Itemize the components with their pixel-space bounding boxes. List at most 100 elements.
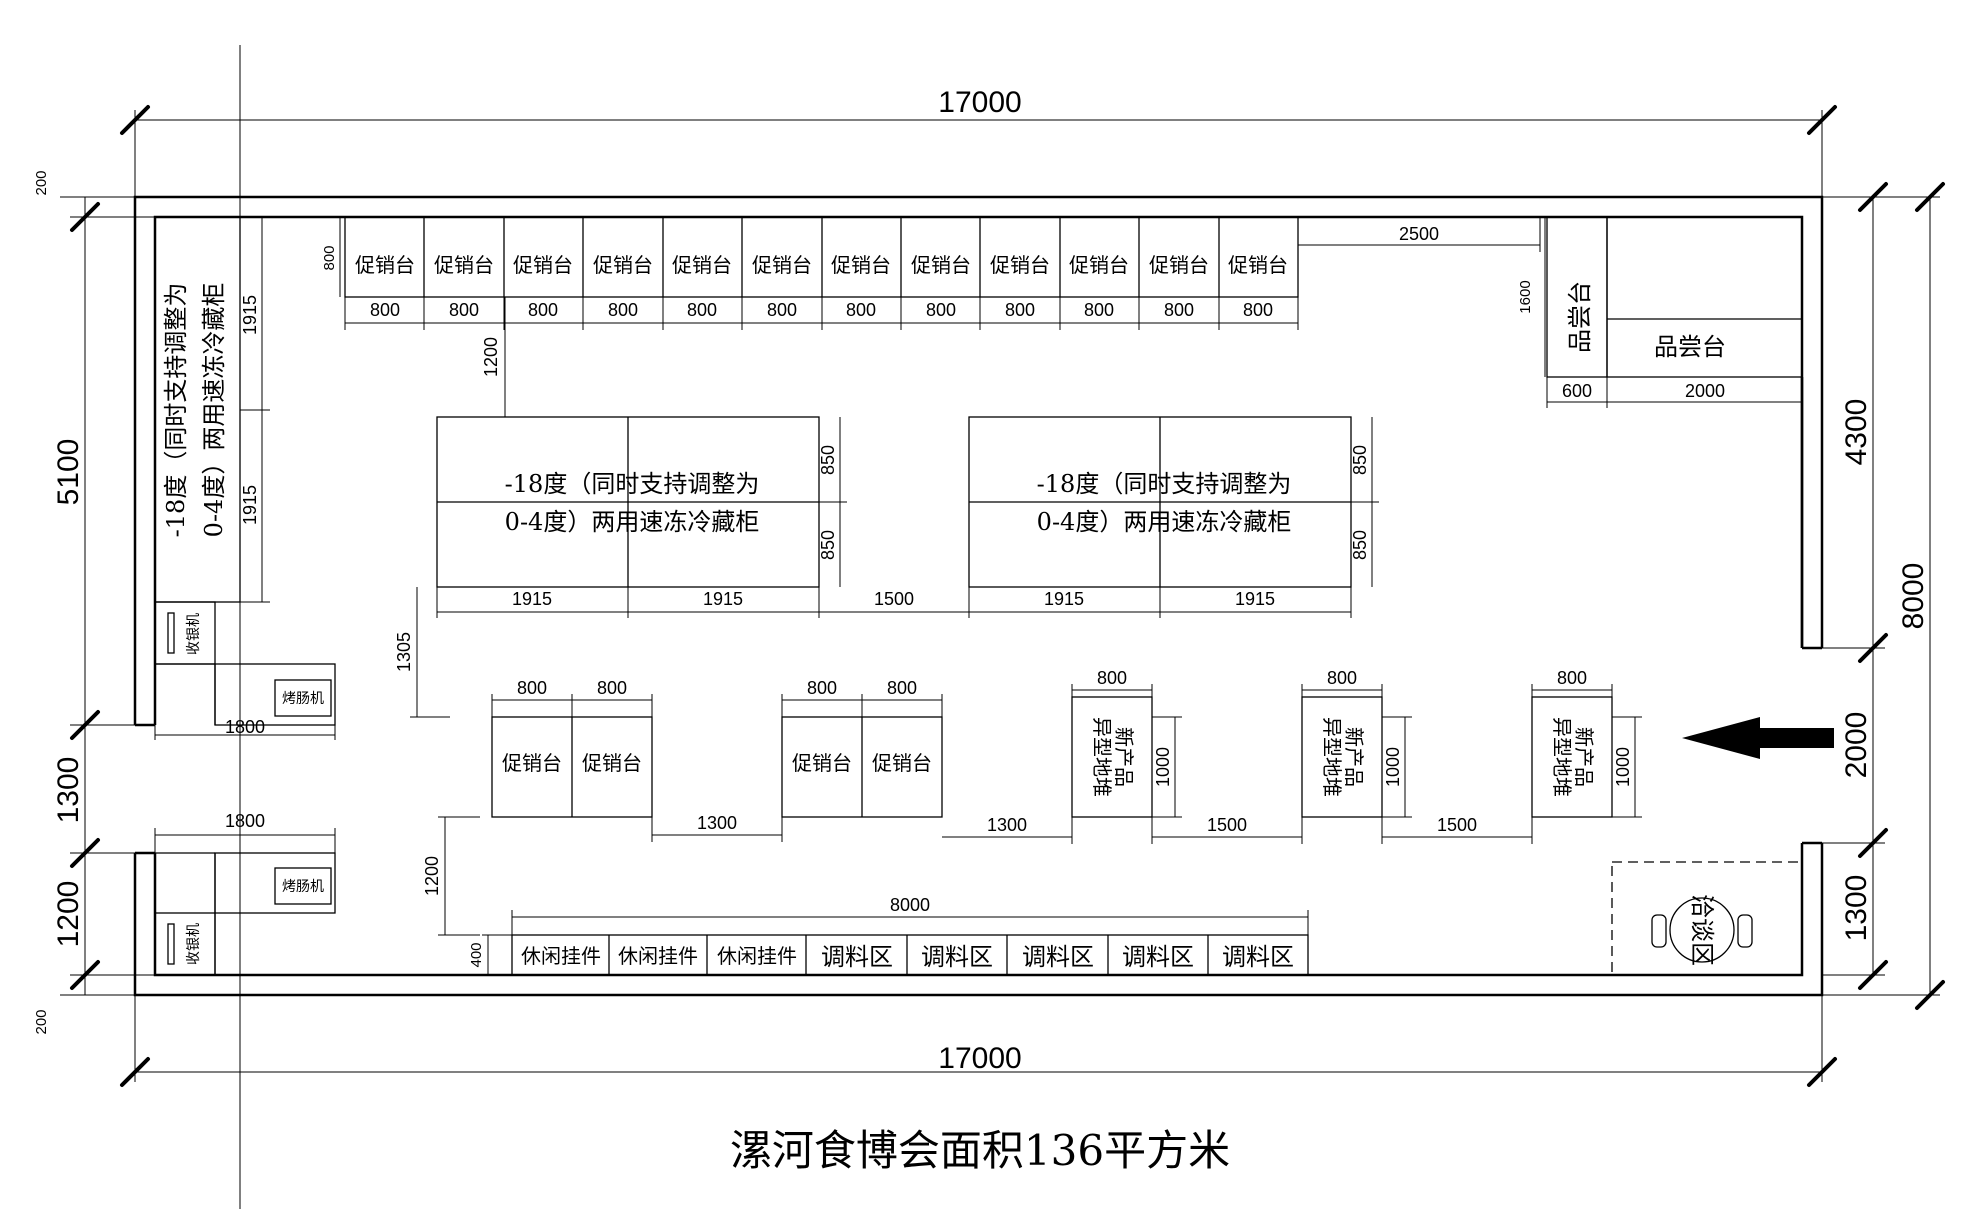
left-freezer: -18度（同时支持调整为 0-4度）两用速冻冷藏柜 1915 1915 [154,216,270,603]
dim-wall-top: 200 [33,170,50,195]
dim-promo-width: 800 [1084,300,1114,320]
promo-label-top: 促销台 [752,253,812,277]
promo-pair-label: 促销台 [502,751,562,775]
dim-stack-width: 800 [1327,668,1357,688]
tasting-label-vertical: 品尝台 [1566,281,1594,353]
dim-promo-width: 800 [687,300,717,320]
dim-pair-gap-value: 1300 [697,813,737,833]
promo-label-top: 促销台 [434,253,494,277]
plan-title: 漯河食博会面积136平方米 [730,1126,1230,1175]
dim-top-width: 17000 [938,86,1021,119]
promo-pair-right: 促销台 促销台 800 800 [781,678,943,818]
dim-left: 5100 1300 1200 200 200 [33,170,155,1035]
bottom-item: 调料区 [1222,943,1294,971]
dim-bottom-width: 17000 [938,1042,1021,1075]
dim-bottom-total: 8000 [890,895,930,915]
bottom-row: 休闲挂件 休闲挂件 休闲挂件 调料区 调料区 调料区 调料区 调料区 8000 … [422,816,1309,976]
dim-promo-width: 800 [1243,300,1273,320]
promo-pair-label: 促销台 [582,751,642,775]
promo-label-top: 促销台 [593,253,653,277]
dim-pair-width: 800 [887,678,917,698]
dim-freezer-half: 850 [818,530,838,560]
left-freezer-line1: -18度（同时支持调整为 [162,283,190,538]
promo-label-top: 促销台 [1149,253,1209,277]
dim-freezer-half: 850 [1350,530,1370,560]
dim-pair-width: 800 [517,678,547,698]
dim-right-total: 8000 [1897,563,1930,630]
dim-freezer-seg: 1915 [703,589,743,609]
dim-stack-depth: 1000 [1383,747,1403,787]
grill-label-lower: 烤肠机 [282,879,324,895]
dim-tasting-depth: 1600 [1517,280,1534,313]
dim-pair-gap: 1300 [651,813,783,842]
dim-right-entrance: 2000 [1840,712,1873,779]
dim-stack-gap: 1500 [1207,815,1247,835]
dim-tasting-large: 2000 [1685,381,1725,401]
cashier-lower: 1800 烤肠机 收银机 [154,811,336,976]
dim-right-lower: 1300 [1840,875,1873,942]
promo-label-top: 促销台 [1228,253,1288,277]
promo-label-top: 促销台 [911,253,971,277]
stack-1: 新产品 异型地堆 800 1000 [1071,668,1182,818]
stack-line1: 新产品 [1112,727,1136,787]
dim-freezer-gap: 1500 [819,589,969,613]
left-freezer-line2: 0-4度）两用速冻冷藏柜 [200,283,228,538]
dim-promo-width: 800 [449,300,479,320]
dim-wall-bottom: 200 [33,1009,50,1034]
dim-freezer-gap-value: 1500 [874,589,914,609]
dim-left-freezer-seg: 1915 [240,485,260,525]
dim-stack-depth: 1000 [1613,747,1633,787]
dim-mid-spacing-value: 1305 [394,632,414,672]
cashier-label-lower: 收银机 [186,923,202,965]
dim-promo-width: 800 [608,300,638,320]
dim-promo-depth: 800 [321,245,338,270]
bottom-item: 调料区 [1122,943,1194,971]
promo-label-top: 促销台 [513,253,573,277]
dim-stack-width: 800 [1557,668,1587,688]
stack-line2: 异型地堆 [1090,717,1114,797]
bottom-item: 调料区 [1022,943,1094,971]
cashier-upper: 收银机 烤肠机 1800 [154,601,336,740]
dim-overall-bottom: 17000 [120,995,1837,1087]
stack-line2: 异型地堆 [1320,717,1344,797]
dim-promo-gap-right: 2500 [1399,224,1439,244]
dim-stack-depth: 1000 [1153,747,1173,787]
negotiation-area: 洽谈区 [1611,861,1803,976]
bottom-item: 调料区 [821,943,893,971]
stack-3: 新产品 异型地堆 800 1000 [1531,668,1642,818]
dim-freezer-half: 850 [818,445,838,475]
dim-overall-top: 17000 [120,86,1837,197]
dim-left-lower: 1200 [52,881,85,948]
dim-freezer-seg: 1915 [1044,589,1084,609]
tasting-label: 品尝台 [1654,333,1726,361]
dim-left-freezer-seg: 1915 [240,295,260,335]
center-freezer-right-line1: -18度（同时支持调整为 [1037,470,1292,498]
bottom-item: 休闲挂件 [618,944,698,968]
promo-pair-left: 促销台 促销台 800 800 [491,678,653,818]
arrow-left-icon [1682,717,1834,759]
dim-promo-width: 800 [767,300,797,320]
center-freezer-left: -18度（同时支持调整为 0-4度）两用速冻冷藏柜 1915 1915 850 … [436,416,847,618]
center-freezer-right: -18度（同时支持调整为 0-4度）两用速冻冷藏柜 1915 1915 850 … [968,416,1379,618]
dim-left-upper: 5100 [52,439,85,506]
promo-row-top: 促销台 促销台 促销台 促销台 促销台 促销台 促销台 促销台 促销台 促销台 … [321,216,1541,417]
dim-pair-width: 800 [807,678,837,698]
dim-promo-width: 800 [846,300,876,320]
stack-line2: 异型地堆 [1550,717,1574,797]
dim-stack-width: 800 [1097,668,1127,688]
stack-2: 新产品 异型地堆 800 1000 [1301,668,1412,818]
center-freezer-right-line2: 0-4度）两用速冻冷藏柜 [1037,508,1292,536]
cashier-label: 收银机 [186,613,202,655]
promo-pair-label: 促销台 [872,751,932,775]
center-freezer-left-line1: -18度（同时支持调整为 [505,470,760,498]
dim-freezer-half: 850 [1350,445,1370,475]
promo-label-top: 促销台 [831,253,891,277]
promo-label-top: 促销台 [672,253,732,277]
dim-right-upper: 4300 [1840,399,1873,466]
dim-promo-width: 800 [1164,300,1194,320]
dim-promo-width: 800 [1005,300,1035,320]
stack-line1: 新产品 [1572,727,1596,787]
center-freezer-left-line2: 0-4度）两用速冻冷藏柜 [505,508,760,536]
dim-pair-width: 800 [597,678,627,698]
dim-freezer-seg: 1915 [512,589,552,609]
